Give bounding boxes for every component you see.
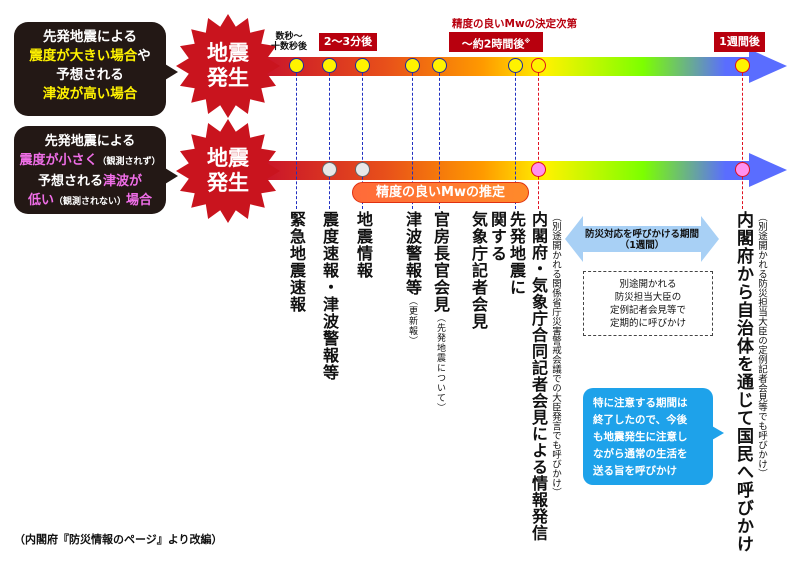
event-label: 先発地震に関する気象庁記者会見: [469, 211, 526, 330]
text: 終了したので、今後: [593, 414, 688, 426]
text: 防災担当大臣の: [614, 292, 682, 303]
event-label: 震度速報・津波警報等: [320, 211, 339, 381]
text: 津波警報等: [403, 211, 422, 296]
event-label: 内閣府・気象庁合同記者会見による情報発信: [529, 211, 548, 541]
case-small-bubble: 先発地震による 震度が小さく（観測されず） 予想される津波が 低い（観測されない…: [14, 126, 178, 214]
event-dot: [289, 58, 304, 73]
text: 防災対応を呼びかける期間: [584, 229, 699, 240]
mw-decision-label: 精度の良いMwの決定次第: [452, 18, 578, 30]
event-label: 官房長官会見（先発地震について）: [431, 211, 450, 413]
event-dot: [432, 58, 447, 73]
text: 〜約2時間後: [461, 37, 525, 51]
text: 定期的に呼びかけ: [609, 318, 686, 329]
dashed-line: [296, 73, 297, 209]
event-note: （別途開かれる関係省庁災害警戒会議での大臣発言でも呼びかけ）: [550, 212, 561, 497]
text: 先発地震に: [507, 211, 526, 296]
time-seconds: 数秒〜 十数秒後: [271, 32, 307, 52]
dashed-line: [742, 73, 743, 209]
text: 津波が: [103, 174, 143, 189]
time-one-week-tag: 1週間後: [714, 32, 765, 52]
mw-estimate-pill: 精度の良いMwの推定: [352, 182, 529, 203]
text: 低い: [27, 193, 54, 208]
arrow-head-icon: [749, 153, 787, 187]
time-two-hours-tag: 〜約2時間後※: [449, 32, 543, 52]
starburst-icon: [176, 14, 280, 118]
event-dot: [355, 58, 370, 73]
case-large-bubble: 先発地震による 震度が大きい場合や 予想される 津波が高い場合: [14, 22, 178, 116]
event-dot: [735, 162, 750, 177]
callout-pointer: [712, 426, 724, 440]
event-dot: [355, 162, 370, 177]
dashed-line: [362, 73, 363, 209]
text: 地震: [207, 41, 249, 65]
event-dot: [735, 58, 750, 73]
quake-starburst: 地震発生: [176, 119, 280, 223]
text: 予想される: [56, 67, 124, 83]
source-note: （内閣府『防災情報のページ』より改編）: [14, 533, 223, 546]
text: 別途開かれる: [619, 279, 677, 290]
event-dot: [322, 162, 337, 177]
text: 地震: [207, 146, 249, 170]
dashed-line: [439, 73, 440, 209]
text: 十数秒後: [271, 42, 308, 52]
text: （先発地震について）: [435, 313, 445, 413]
text: 震度が大きい場合: [29, 48, 138, 64]
quake-starburst: 地震発生: [176, 14, 280, 118]
text: 定例記者会見等で: [609, 305, 686, 316]
regular-briefing-box: 別途開かれる 防災担当大臣の 定例記者会見等で 定期的に呼びかけ: [583, 271, 713, 336]
text: 先発地震による: [42, 29, 138, 45]
event-dot: [531, 162, 546, 177]
text: 場合: [126, 193, 153, 208]
text: 気象庁記者会見: [469, 211, 488, 330]
double-arrow-icon: [565, 216, 719, 262]
timeline-bar-large: [264, 57, 750, 76]
event-label: 地震情報: [354, 211, 373, 279]
text: （更新報）: [407, 296, 417, 346]
event-dot: [405, 58, 420, 73]
event-label: 緊急地震速報: [287, 211, 306, 313]
text: 関する: [488, 211, 507, 262]
event-dot: [531, 58, 546, 73]
arrow-head-icon: [749, 49, 787, 83]
event-note: （別途開かれる防災担当大臣の定例記者会見等でも呼びかけ）: [756, 212, 767, 478]
text: ながら通常の生活を: [593, 448, 688, 460]
text: 送る旨を呼びかけ: [593, 465, 677, 477]
text: 予想される: [37, 174, 103, 189]
time-minutes-tag: 2〜3分後: [319, 33, 377, 51]
text: 震度が小さく: [19, 153, 98, 168]
period-label: 防災対応を呼びかける期間 （1週間）: [565, 229, 719, 251]
dashed-line: [538, 73, 539, 209]
event-dot: [322, 58, 337, 73]
text: 官房長官会見: [431, 211, 450, 313]
event-dot: [508, 58, 523, 73]
dashed-line: [515, 73, 516, 209]
timeline-bar-small: [264, 161, 750, 180]
quake-label: 地震発生: [176, 14, 280, 118]
text: 特に注意する期間は: [593, 397, 688, 409]
dashed-line: [412, 73, 413, 209]
text: 発生: [207, 171, 249, 195]
text: も地震発生に注意し: [593, 431, 688, 443]
text: 数秒〜: [275, 32, 303, 42]
event-label: 津波警報等（更新報）: [403, 211, 422, 346]
footnote-mark: ※: [524, 38, 531, 45]
text: 先発地震による: [44, 134, 136, 149]
quake-label: 地震発生: [176, 119, 280, 223]
event-label: 内閣府から自治体を通じて国民へ呼びかけ: [733, 211, 753, 553]
text: （1週間）: [619, 240, 665, 251]
dashed-line: [329, 73, 330, 209]
text: （観測されず）: [97, 157, 161, 167]
text: や: [137, 48, 151, 64]
starburst-icon: [176, 119, 280, 223]
text: 発生: [207, 66, 249, 90]
text: 津波が高い場合: [42, 86, 138, 102]
callout-box: 特に注意する期間は 終了したので、今後 も地震発生に注意し ながら通常の生活を …: [583, 388, 724, 485]
text: （観測されない）: [53, 197, 126, 207]
